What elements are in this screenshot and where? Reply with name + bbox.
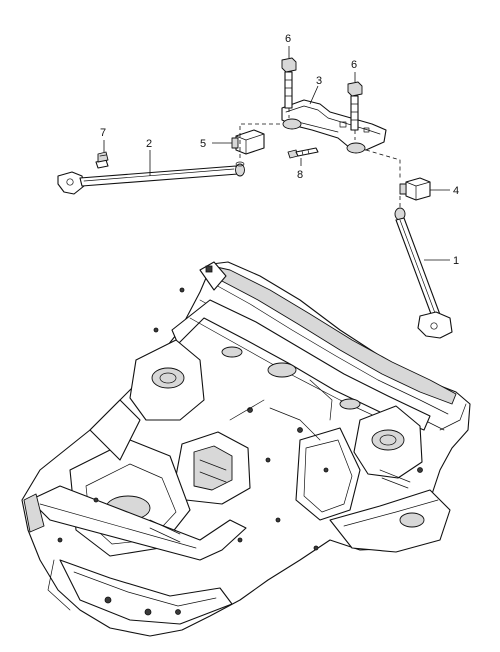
callout-7: 7 xyxy=(100,127,106,139)
callout-3: 3 xyxy=(316,75,322,87)
callout-6b: 6 xyxy=(351,59,357,71)
strut-bar-part-2 xyxy=(57,161,245,195)
bracket-part-3 xyxy=(281,99,387,154)
callout-4: 4 xyxy=(453,185,459,197)
bolt-part-8 xyxy=(287,147,319,159)
callout-8: 8 xyxy=(297,169,303,181)
callout-leaders xyxy=(103,46,450,261)
strut-bar-part-1 xyxy=(394,207,453,339)
vehicle-front-body-shell xyxy=(21,261,471,637)
callout-1: 1 xyxy=(453,255,459,267)
callout-2: 2 xyxy=(146,138,152,150)
assembly-dash-lines xyxy=(239,108,401,210)
callout-6a: 6 xyxy=(285,33,291,45)
callout-5: 5 xyxy=(200,138,206,150)
bushing-part-5 xyxy=(231,129,265,155)
bolt-part-6-left xyxy=(281,57,297,109)
bolt-part-6-right xyxy=(347,81,363,131)
bolt-part-7 xyxy=(95,151,109,169)
callout-labels: 6 6 3 7 2 5 8 4 1 xyxy=(100,33,459,267)
bushing-part-4 xyxy=(399,177,431,201)
